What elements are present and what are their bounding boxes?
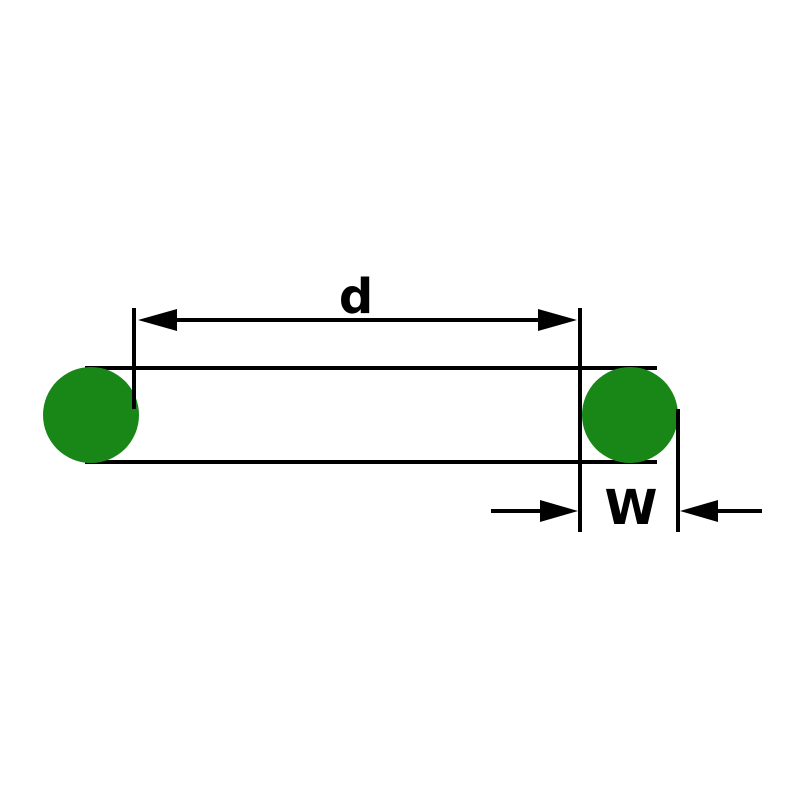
oring-cross-section-right xyxy=(582,367,678,463)
oring-cross-section-left xyxy=(43,367,139,463)
dim-w-arrowhead-right xyxy=(680,500,718,522)
dim-w-label: W xyxy=(605,480,658,536)
dim-d-label: d xyxy=(339,269,373,325)
dim-d-arrowhead-left xyxy=(138,309,177,331)
dim-d-arrowhead-right xyxy=(538,309,577,331)
dim-w-arrowhead-left xyxy=(540,500,578,522)
